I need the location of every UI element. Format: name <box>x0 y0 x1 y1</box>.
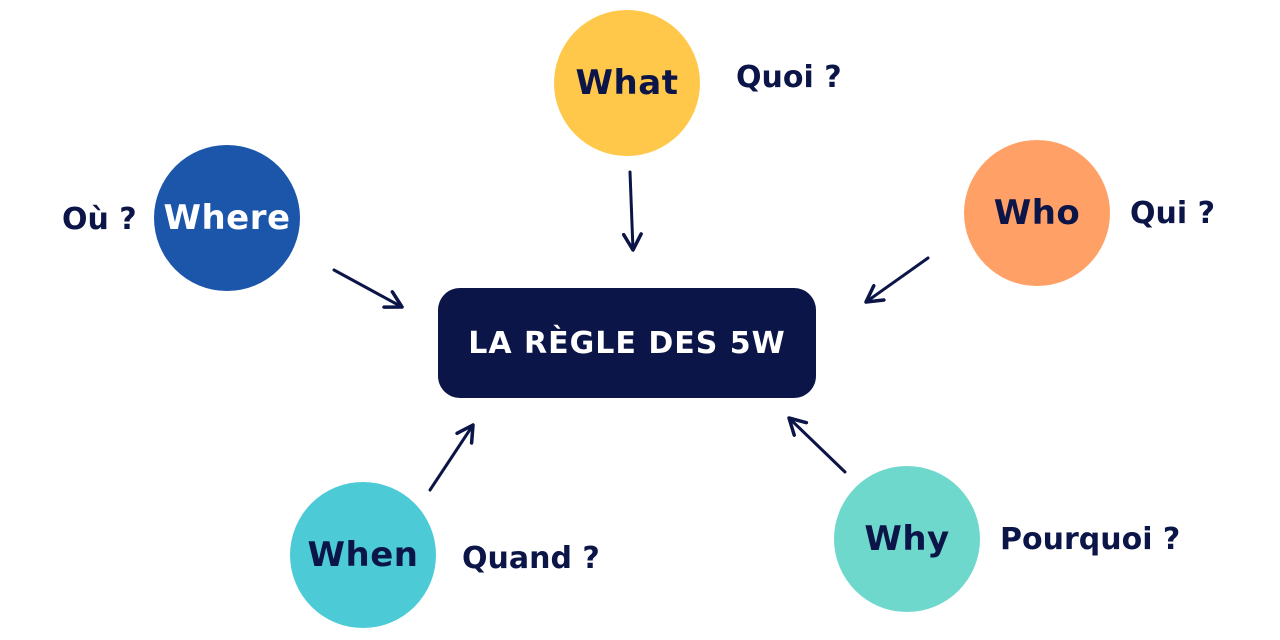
node-where: Where <box>154 145 300 291</box>
node-why-label: Why <box>864 519 950 559</box>
node-why-translation: Pourquoi ? <box>1000 522 1181 557</box>
center-title-box: LA RÈGLE DES 5W <box>438 288 816 398</box>
arrow-who <box>864 256 930 304</box>
arrow-why <box>787 416 847 474</box>
node-what-label: What <box>575 63 679 103</box>
node-when-label: When <box>307 535 419 575</box>
arrow-where <box>332 268 404 309</box>
node-why: Why <box>834 466 980 612</box>
node-what-translation: Quoi ? <box>736 60 842 95</box>
node-where-label: Where <box>163 198 291 238</box>
node-who-label: Who <box>993 193 1081 233</box>
arrow-when <box>428 423 475 492</box>
node-where-translation: Où ? <box>62 202 137 237</box>
node-who-translation: Qui ? <box>1130 196 1215 231</box>
node-who: Who <box>964 140 1110 286</box>
node-when-translation: Quand ? <box>462 541 600 576</box>
node-when: When <box>290 482 436 628</box>
center-title: LA RÈGLE DES 5W <box>468 325 786 361</box>
node-what: What <box>554 10 700 156</box>
arrow-what <box>621 170 643 252</box>
